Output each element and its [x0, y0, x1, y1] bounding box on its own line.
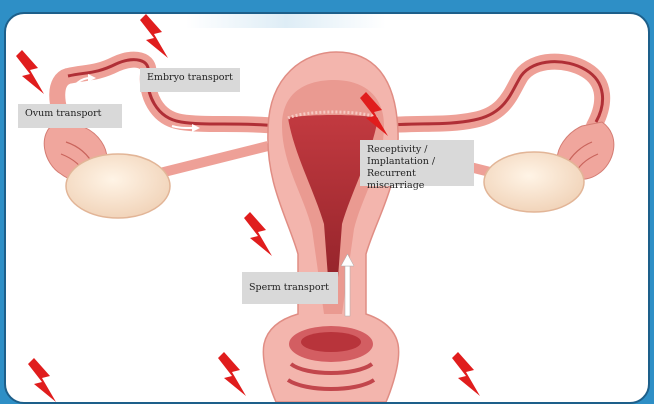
diagram-frame: Ovum transport Embryo transport Receptiv… [4, 12, 650, 404]
embryo-transport-label: Embryo transport [140, 68, 240, 92]
left-ovary [66, 154, 170, 218]
sperm-transport-label: Sperm transport [242, 272, 338, 304]
left-ovarian-ligament [156, 146, 268, 174]
lightning-bolt-icon [450, 352, 482, 398]
lightning-bolt-icon [26, 358, 58, 404]
lightning-bolt-icon [138, 14, 170, 60]
lightning-bolt-icon [14, 50, 46, 96]
right-fallopian-tube [378, 62, 603, 126]
ovum-transport-label: Ovum transport [18, 104, 122, 128]
right-ovary [484, 152, 584, 212]
lightning-bolt-icon [242, 212, 274, 258]
uterus-illustration [6, 14, 648, 402]
lightning-bolt-icon [216, 352, 248, 398]
receptivity-label: Receptivity / Implantation / Recurrent m… [360, 140, 474, 186]
lightning-bolt-icon [358, 90, 390, 140]
